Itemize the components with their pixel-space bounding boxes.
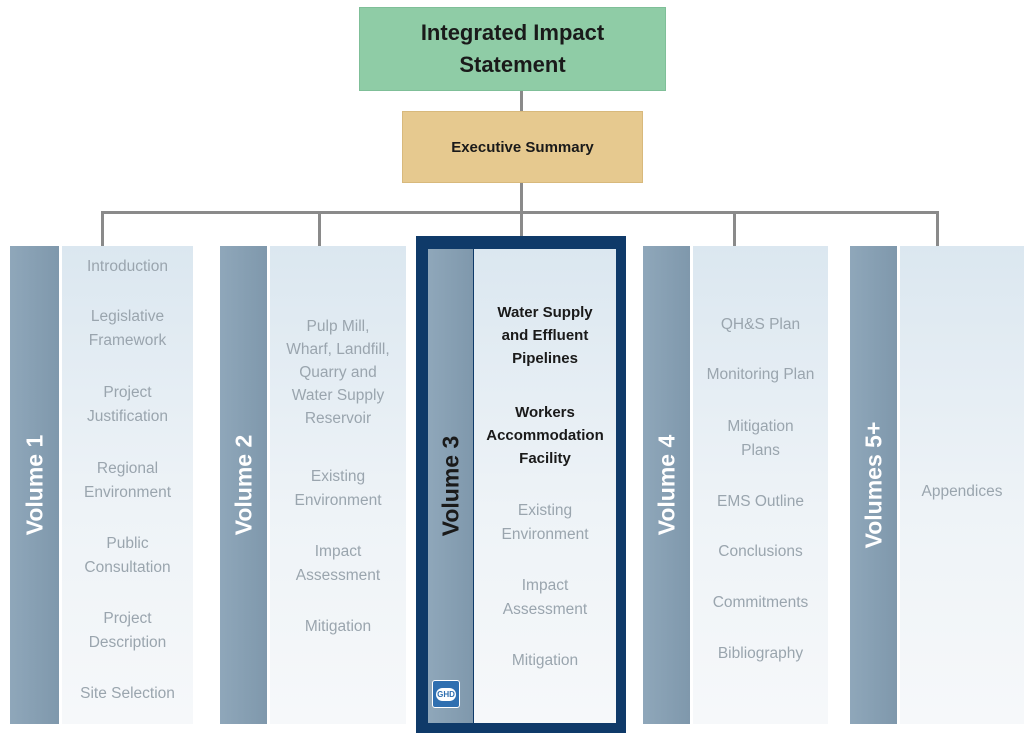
volume-1-label: Volume 1 [21, 434, 47, 536]
connector-volume-3 [520, 211, 523, 249]
volume-2-bar: Volume 2 [220, 246, 267, 724]
list-item: Pulp Mill, [306, 318, 370, 335]
list-item: Reservoir [304, 410, 372, 427]
ghd-logo-text: GHD [436, 687, 456, 701]
list-item: Environment [501, 526, 589, 543]
list-item: Regional [96, 460, 159, 477]
list-item: Conclusions [718, 543, 803, 560]
volume-5-plus-bar: Volumes 5+ [850, 246, 897, 724]
list-item: Wharf, Landfill, [286, 341, 390, 358]
connector-volume-5 [936, 211, 939, 248]
volume-3-panel: Water Supply and Effluent Pipelines Work… [474, 249, 616, 723]
list-item: Existing [310, 468, 366, 485]
list-item: Water Supply [497, 304, 593, 321]
volume-3: Volume 3 Water Supply and Effluent Pipel… [428, 249, 616, 723]
connector-volume-4 [733, 211, 736, 248]
list-item: Mitigation [304, 618, 372, 635]
list-item: Monitoring Plan [706, 366, 815, 383]
integrated-impact-statement-box: Integrated Impact Statement [359, 7, 666, 91]
volume-4-panel: QH&S Plan Monitoring Plan Mitigation Pla… [693, 246, 828, 724]
volume-1: Volume 1 Introduction Legislative Framew… [10, 246, 193, 724]
volume-5-plus-label: Volumes 5+ [860, 421, 886, 549]
volume-1-panel: Introduction Legislative Framework Proje… [62, 246, 193, 724]
volume-4-bar: Volume 4 [643, 246, 690, 724]
volume-3-bar: Volume 3 [428, 249, 473, 723]
list-item: Impact [521, 577, 569, 594]
list-item: Assessment [295, 567, 381, 584]
connector-volume-2 [318, 211, 321, 248]
list-item: Existing [517, 502, 573, 519]
list-item: Pipelines [512, 350, 578, 367]
executive-summary-box: Executive Summary [402, 111, 643, 183]
executive-summary-label: Executive Summary [451, 138, 594, 156]
list-item: Justification [87, 408, 168, 425]
list-item: Accommodation [486, 427, 604, 444]
list-item: QH&S Plan [720, 316, 801, 333]
volume-2-panel: Pulp Mill, Wharf, Landfill, Quarry and W… [270, 246, 406, 724]
ghd-logo: GHD [432, 680, 460, 708]
connector-volume-1 [101, 211, 104, 248]
volume-5-plus: Volumes 5+ Appendices [850, 246, 1024, 724]
top-title-line1: Integrated Impact [420, 20, 605, 45]
list-item: Bibliography [717, 645, 804, 662]
list-item: Quarry and [299, 364, 377, 381]
list-item: Project [103, 610, 152, 627]
connector-exec-to-bus [520, 183, 523, 213]
list-item: EMS Outline [716, 493, 804, 510]
list-item: Introduction [87, 258, 168, 275]
list-item: Water Supply [291, 387, 385, 404]
list-item: Mitigation [511, 652, 579, 669]
list-item: Description [88, 634, 167, 651]
list-item: Facility [519, 450, 571, 467]
volume-2-label: Volume 2 [230, 434, 256, 536]
list-item: Environment [294, 492, 382, 509]
volume-4: Volume 4 QH&S Plan Monitoring Plan Mitig… [643, 246, 828, 724]
top-title-line2: Statement [459, 52, 566, 77]
volume-5-plus-panel: Appendices [900, 246, 1024, 724]
volume-1-bar: Volume 1 [10, 246, 59, 724]
list-item: Mitigation [727, 418, 794, 435]
list-item: Appendices [921, 483, 1003, 500]
list-item: Framework [88, 332, 167, 349]
list-item: Plans [741, 442, 780, 459]
list-item: Impact [314, 543, 362, 560]
list-item: Site Selection [80, 685, 175, 702]
list-item: Commitments [712, 594, 809, 611]
volume-4-label: Volume 4 [653, 434, 679, 536]
list-item: Public [106, 535, 149, 552]
list-item: Workers [515, 404, 575, 421]
list-item: Assessment [502, 601, 588, 618]
list-item: Legislative [90, 308, 165, 325]
volume-2: Volume 2 Pulp Mill, Wharf, Landfill, Qua… [220, 246, 406, 724]
list-item: Project [103, 384, 152, 401]
volume-3-label: Volume 3 [437, 435, 463, 537]
list-item: Consultation [84, 559, 171, 576]
list-item: and Effluent [501, 327, 589, 344]
connector-top-to-exec [520, 91, 523, 111]
list-item: Environment [83, 484, 171, 501]
